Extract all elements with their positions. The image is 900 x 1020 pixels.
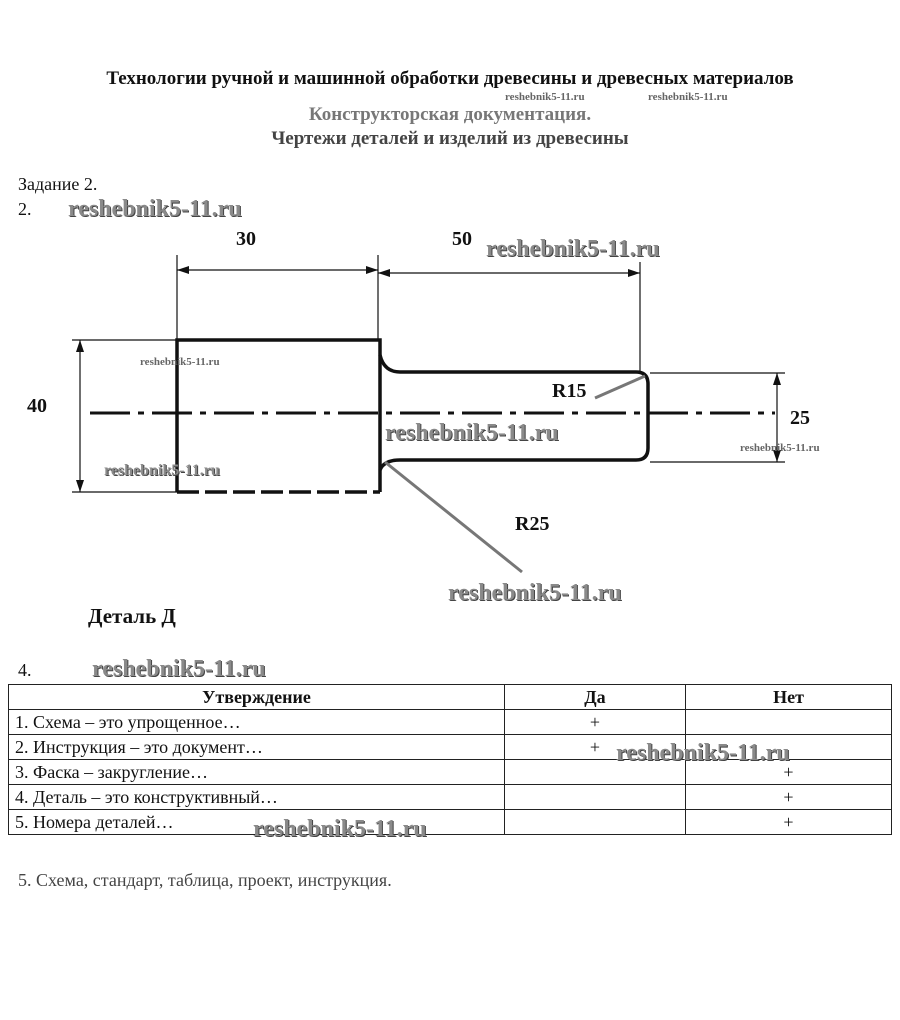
arrow-icon [177, 266, 189, 274]
dim-40: 40 [27, 395, 47, 417]
statement-cell: 4. Деталь – это конструктивный… [8, 784, 505, 810]
statement-cell: 1. Схема – это упрощенное… [8, 709, 505, 735]
dim-50: 50 [452, 228, 472, 250]
arrow-icon [76, 340, 84, 352]
leader-r15 [594, 374, 646, 400]
no-cell [685, 734, 892, 760]
statement-cell: 5. Номера деталей… [8, 809, 505, 835]
table-row: 2. Инструкция – это документ…+ [8, 734, 892, 760]
header-yes: Да [504, 684, 686, 710]
table-row: 4. Деталь – это конструктивный… + [8, 784, 892, 810]
arrow-icon [366, 266, 378, 274]
statement-cell: 2. Инструкция – это документ… [8, 734, 505, 760]
doc-title: Технологии ручной и машинной обработки д… [106, 68, 794, 89]
leader-r25 [384, 460, 523, 574]
dim-r15: R15 [552, 380, 586, 402]
doc-subtitle: Конструкторская документация. [308, 104, 592, 125]
watermark: reshebnik5-11.ru [92, 656, 266, 682]
watermark: reshebnik5-11.ru [486, 236, 660, 262]
no-cell: + [685, 809, 892, 835]
watermark: reshebnik5-11.ru [140, 356, 220, 368]
part-drawing: 30 50 40 25 R15 R25 [27, 228, 810, 574]
arrow-icon [76, 480, 84, 492]
watermark: reshebnik5-11.ru [68, 196, 242, 222]
arrow-icon [628, 269, 640, 277]
task-label: Задание 2. [18, 174, 98, 194]
header-statement: Утверждение [8, 684, 505, 710]
watermark: reshebnik5-11.ru [616, 740, 790, 766]
answer-5: 5. Схема, стандарт, таблица, проект, инс… [18, 870, 392, 890]
part-head-outline [175, 338, 382, 492]
watermark: reshebnik5-11.ru [740, 442, 820, 454]
arrow-icon [773, 450, 781, 462]
statement-cell: 3. Фаска – закругление… [8, 759, 505, 785]
table-row: 5. Номера деталей… + [8, 809, 892, 835]
arrow-icon [378, 269, 390, 277]
dim-30: 30 [236, 228, 256, 250]
statements-table: Утверждение Да Нет 1. Схема – это упроще… [8, 684, 892, 835]
doc-subtitle-2: Чертежи деталей и изделий из древесины [271, 128, 629, 149]
dim-r25: R25 [515, 513, 549, 535]
yes-cell [504, 784, 686, 810]
table-header-row: Утверждение Да Нет [8, 684, 892, 710]
watermark: reshebnik5-11.ru [253, 816, 427, 842]
watermark: reshebnik5-11.ru [104, 462, 220, 479]
no-cell [685, 709, 892, 735]
watermark: reshebnik5-11.ru [448, 580, 622, 606]
header-no: Нет [685, 684, 892, 710]
arrow-icon [773, 373, 781, 385]
item-2-number: 2. [18, 199, 32, 219]
part-shaft-outline [378, 354, 650, 471]
no-cell: + [685, 784, 892, 810]
part-caption: Деталь Д [88, 604, 176, 628]
watermark: reshebnik5-11.ru [385, 420, 559, 446]
watermark: reshebnik5-11.ru [648, 91, 728, 103]
yes-cell [504, 809, 686, 835]
table-row: 1. Схема – это упрощенное…+ [8, 709, 892, 735]
yes-cell: + [504, 709, 686, 735]
dim-25: 25 [790, 407, 810, 429]
item-4-number: 4. [18, 660, 32, 680]
watermark: reshebnik5-11.ru [505, 91, 585, 103]
